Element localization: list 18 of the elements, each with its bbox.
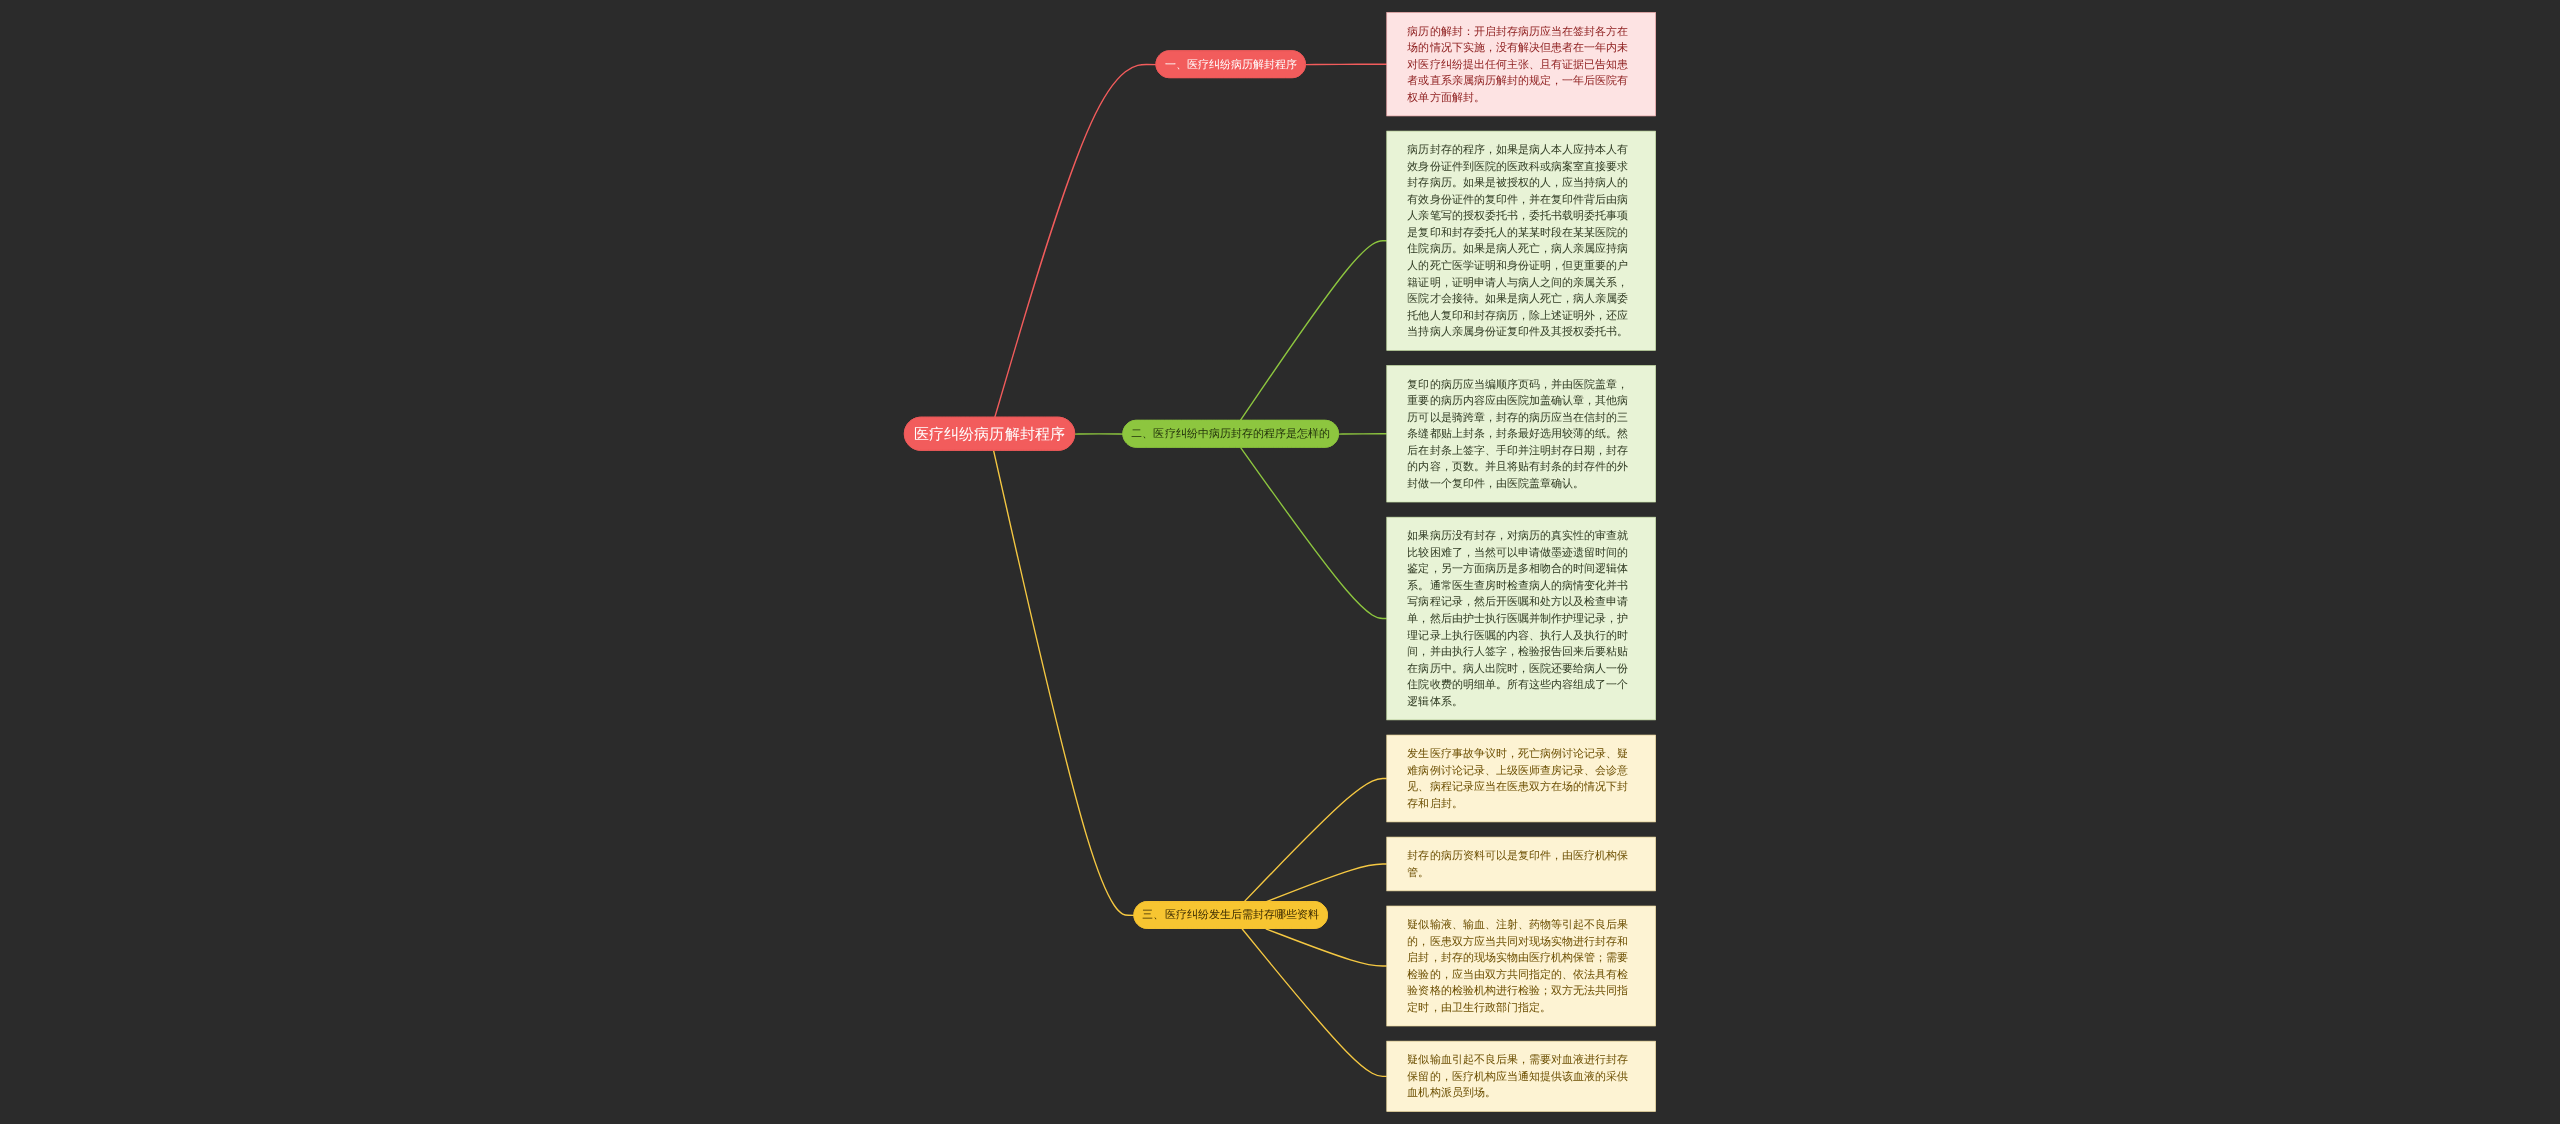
node-box: 疑似输血引起不良后果，需要对血液进行封存保留的，医疗机构应当通知提供该血液的采供血机构派员到场。 (1386, 1040, 1656, 1112)
connector (994, 63, 1157, 419)
connector (1239, 240, 1388, 422)
connector (992, 449, 1135, 917)
node-box: 发生医疗事故争议时，死亡病例讨论记录、疑难病例讨论记录、上级医师查房记录、会诊意见、病程记录应当在医患双方在场的情况下封存和启封。 (1386, 734, 1656, 823)
connector (1305, 63, 1388, 66)
connector (1241, 928, 1388, 1077)
node-box: 病历的解封：开启封存病历应当在签封各方在场的情况下实施，没有解决但患者在一年内未对医疗纠纷提出任何主张、且有证据已告知患者或直系亲属病历解封的规定，一年后医院有权单方面解封。 (1386, 12, 1656, 117)
connector (1239, 446, 1388, 620)
node-box: 复印的病历应当编顺序页码，并由医院盖章，重要的病历内容应由医院加盖确认章，其他病历可以是骑跨章，封存的病历应当在信封的三条缝都贴上封条，封条最好选用较薄的纸。然后在封条上签字、手印并注明封存日期，封存的内容，页数。并且将贴有封条的封存件的外封做一个复印件，由医院盖章确认。 (1386, 365, 1656, 503)
node-box: 疑似输液、输血、注射、药物等引起不良后果的，医患双方应当共同对现场实物进行封存和启封，封存的现场实物由医疗机构保管；需要检验的，应当由双方共同指定的、依法具有检验资格的检验机构进行检验；双方无法共同指定时，由卫生行政部门指定。 (1386, 905, 1656, 1027)
node-box: 如果病历没有封存，对病历的真实性的审查就比较困难了，当然可以申请做墨迹遗留时间的鉴定，另一方面病历是多相吻合的时间逻辑体系。通常医生查房时检查病人的病情变化并书写病程记录，然后开医嘱和处方以及检查申请单，然后由护士执行医嘱并制作护理记录，护理记录上执行医嘱的内容、执行人及执行的时间，并由执行人签字，检验报告回来后要粘贴在病历中。病人出院时，医院还要给病人一份住院收费的明细单。所有这些内容组成了一个逻辑体系。 (1386, 516, 1656, 721)
connector (1338, 433, 1388, 435)
connector (1074, 433, 1124, 435)
node-box: 封存的病历资料可以是复印件，由医疗机构保管。 (1386, 836, 1656, 892)
node-box: 病历封存的程序，如果是病人本人应持本人有效身份证件到医院的医政科或病案室直接要求封存病历。如果是被授权的人，应当持病人的有效身份证件的复印件，并在复印件背后由病人亲笔写的授权委托书，委托书载明委托事项是复印和封存委托人的某某时段在某某医院的住院病历。如果是病人死亡，病人亲属应持病人的死亡医学证明和身份证明，但更重要的户籍证明，证明申请人与病人之间的亲属关系，医院才会接待。如果是病人死亡，病人亲属委托他人复印和封存病历，除上述证明外，还应当持病人亲属身份证复印件及其授权委托书。 (1386, 130, 1656, 351)
connector (1243, 777, 1388, 903)
connector (1265, 928, 1388, 967)
